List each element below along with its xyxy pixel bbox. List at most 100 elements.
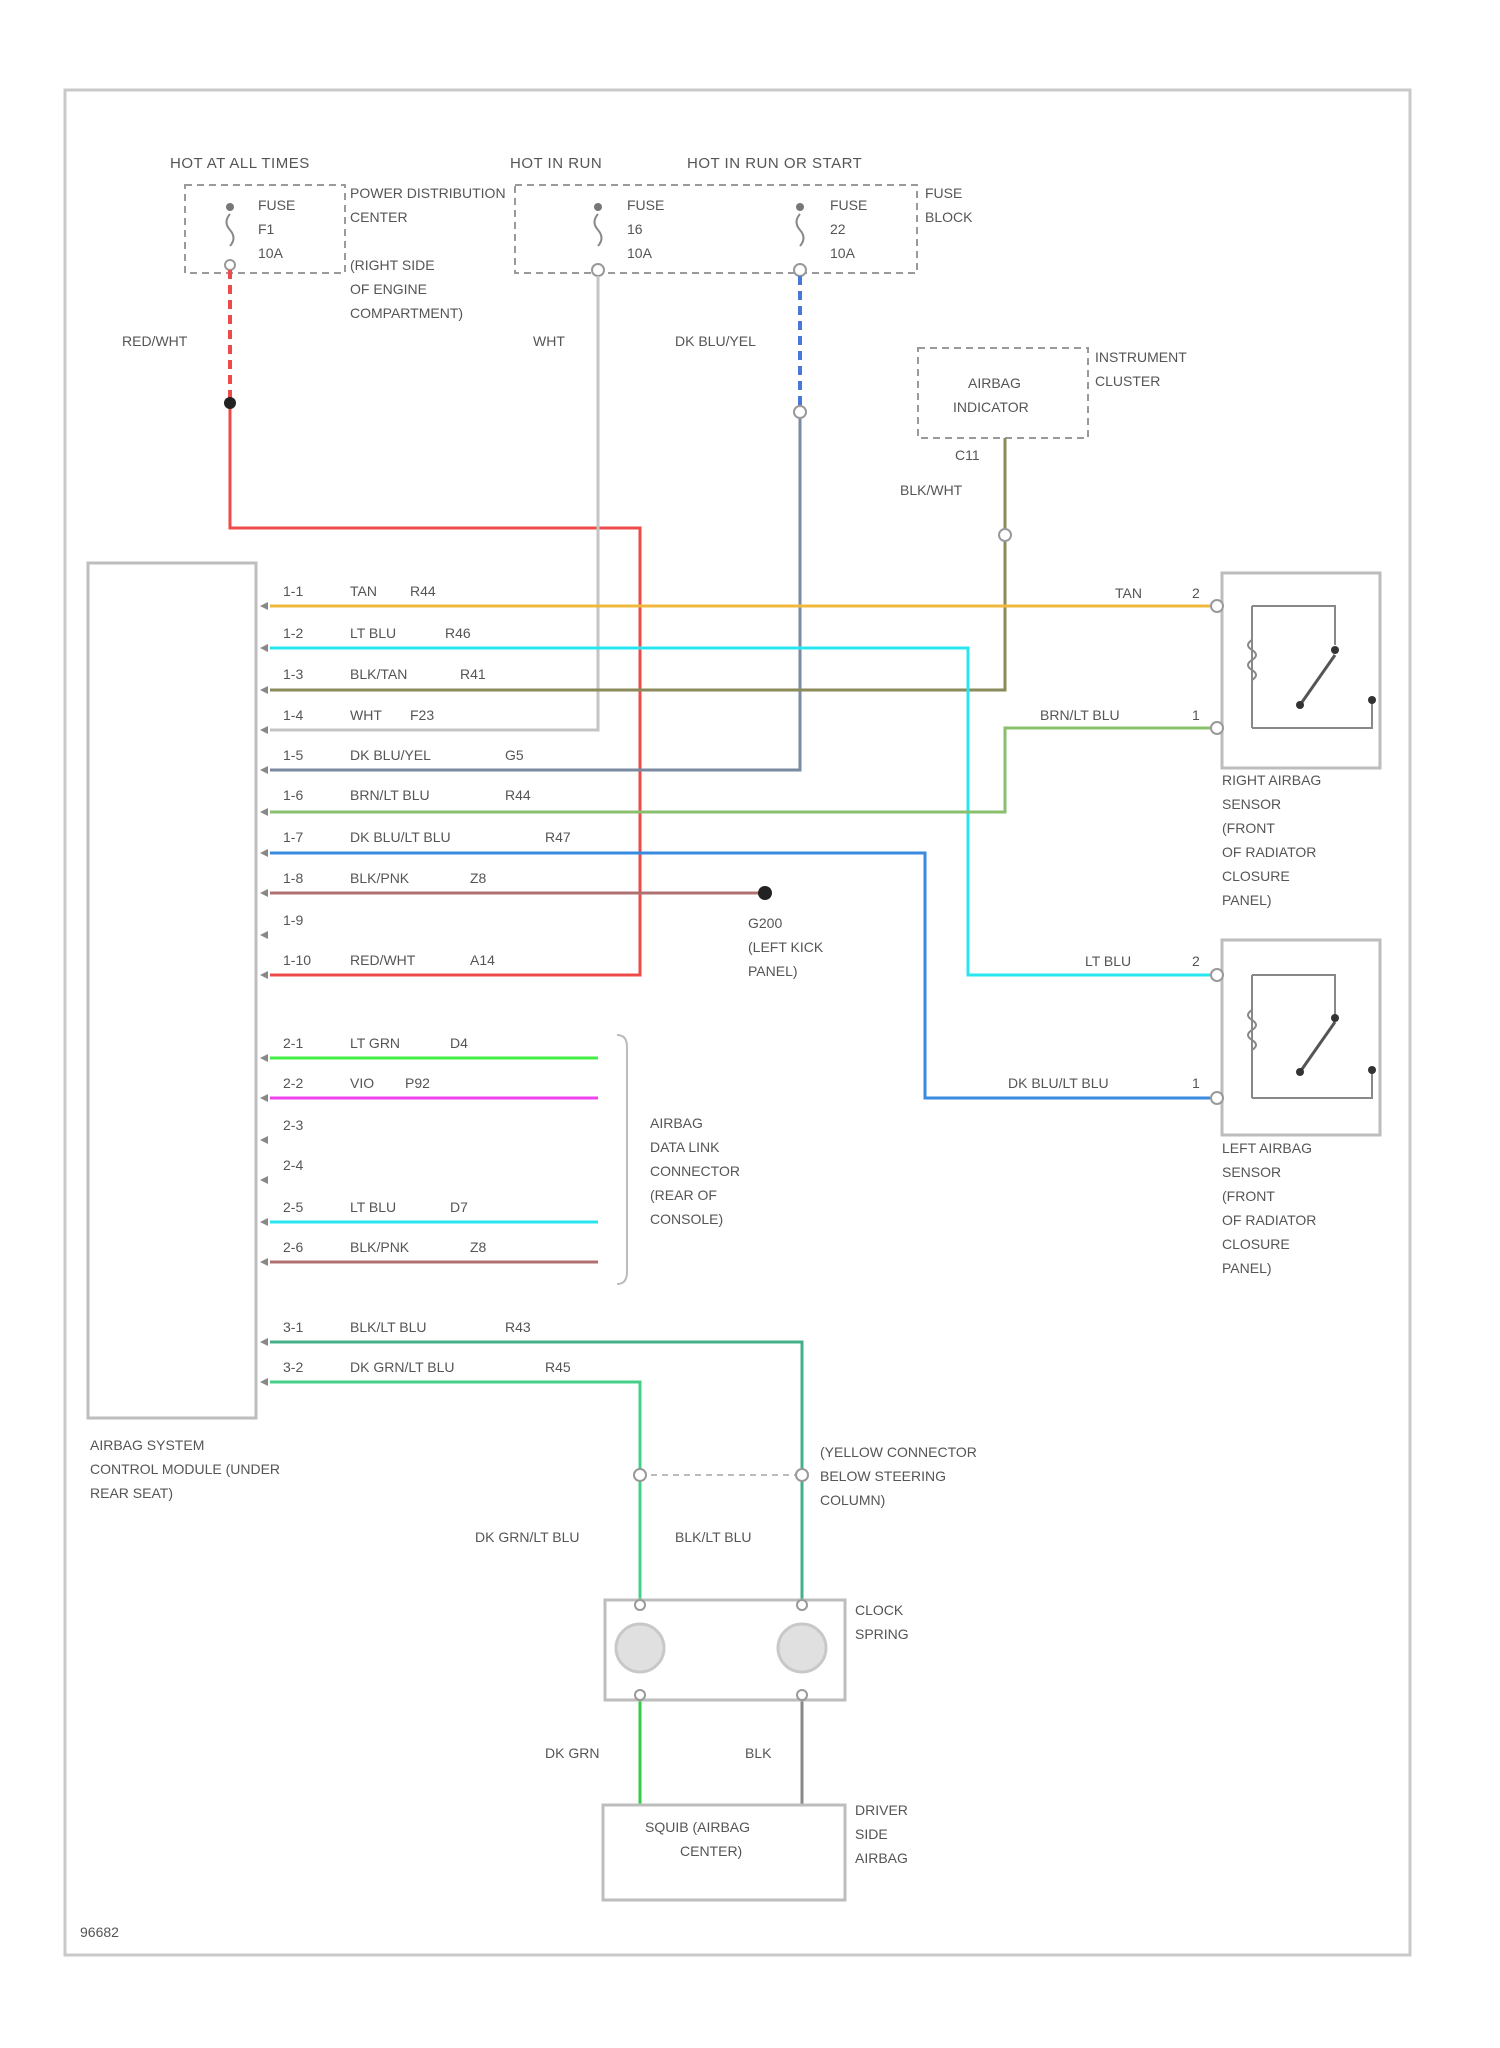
svg-text:CONTROL MODULE (UNDER: CONTROL MODULE (UNDER: [90, 1461, 280, 1477]
pin-2-6-wire: BLK/PNK: [350, 1239, 410, 1255]
right-sensor-pin-bottom: 1: [1192, 707, 1200, 723]
svg-text:AIRBAG SYSTEM: AIRBAG SYSTEM: [90, 1437, 204, 1453]
fuse-16-line1: FUSE: [627, 197, 664, 213]
wire-label-blk-lt-blu: BLK/LT BLU: [675, 1529, 752, 1545]
squib-line2: CENTER): [680, 1843, 742, 1859]
pin-2-4: 2-4: [283, 1157, 303, 1173]
svg-text:CLOCK: CLOCK: [855, 1602, 904, 1618]
left-airbag-sensor: 2 1: [1192, 940, 1380, 1135]
svg-text:(RIGHT SIDE: (RIGHT SIDE: [350, 257, 435, 273]
pin-mark: [260, 889, 268, 897]
svg-text:(FRONT: (FRONT: [1222, 1188, 1275, 1204]
svg-text:DRIVER: DRIVER: [855, 1802, 908, 1818]
airbag-indicator-label: AIRBAG INDICATOR: [953, 375, 1029, 415]
svg-text:AIRBAG: AIRBAG: [650, 1115, 703, 1131]
instrument-cluster-label: INSTRUMENT CLUSTER: [1095, 349, 1187, 389]
pin-1-1: 1-1: [283, 583, 303, 599]
svg-text:PANEL): PANEL): [1222, 892, 1272, 908]
pin-1-7-circuit: R47: [545, 829, 571, 845]
pin-1-8-circuit: Z8: [470, 870, 487, 886]
hot-at-all-times-label: HOT AT ALL TIMES: [170, 155, 310, 172]
pin-2-2-circuit: P92: [405, 1075, 430, 1091]
pin-1-2: 1-2: [283, 625, 303, 641]
pin-1-3-circuit: R41: [460, 666, 486, 682]
left-airbag-sensor-label: LEFT AIRBAG SENSOR (FRONT OF RADIATOR CL…: [1222, 1140, 1316, 1276]
data-link-connector-label: AIRBAG DATA LINK CONNECTOR (REAR OF CONS…: [650, 1115, 740, 1227]
pin-mark: [260, 849, 268, 857]
pin-1-6-circuit: R44: [505, 787, 531, 803]
pin-1-3: 1-3: [283, 666, 303, 682]
svg-text:CONNECTOR: CONNECTOR: [650, 1163, 740, 1179]
svg-text:SPRING: SPRING: [855, 1626, 909, 1642]
svg-text:COMPARTMENT): COMPARTMENT): [350, 305, 463, 321]
svg-text:(LEFT KICK: (LEFT KICK: [748, 939, 824, 955]
svg-text:AIRBAG: AIRBAG: [968, 375, 1021, 391]
pin-2-5-wire: LT BLU: [350, 1199, 396, 1215]
hot-in-run-label: HOT IN RUN: [510, 155, 602, 172]
pin-mark: [260, 1258, 268, 1266]
pin-1-1-circuit: R44: [410, 583, 436, 599]
svg-text:PANEL): PANEL): [1222, 1260, 1272, 1276]
svg-text:BLOCK: BLOCK: [925, 209, 973, 225]
wire-label-tan: TAN: [1115, 585, 1142, 601]
fuse-f1-line1: FUSE: [258, 197, 295, 213]
pin-mark: [260, 1338, 268, 1346]
control-module-box: [88, 563, 256, 1418]
pin-1-8: 1-8: [283, 870, 303, 886]
pin-1-7: 1-7: [283, 829, 303, 845]
pin-1-7-wire: DK BLU/LT BLU: [350, 829, 451, 845]
svg-text:(YELLOW CONNECTOR: (YELLOW CONNECTOR: [820, 1444, 977, 1460]
svg-text:CLOSURE: CLOSURE: [1222, 1236, 1290, 1252]
svg-text:COLUMN): COLUMN): [820, 1492, 885, 1508]
pin-1-5-circuit: G5: [505, 747, 524, 763]
svg-text:AIRBAG: AIRBAG: [855, 1850, 908, 1866]
svg-text:INDICATOR: INDICATOR: [953, 399, 1029, 415]
svg-text:CENTER: CENTER: [350, 209, 408, 225]
pin-mark: [260, 1176, 268, 1184]
svg-text:OF ENGINE: OF ENGINE: [350, 281, 427, 297]
svg-text:G200: G200: [748, 915, 782, 931]
figure-id: 96682: [80, 1924, 119, 1940]
hot-in-run-or-start-label: HOT IN RUN OR START: [687, 155, 862, 172]
pin-2-5: 2-5: [283, 1199, 303, 1215]
pin-3-2-circuit: R45: [545, 1359, 571, 1375]
svg-text:INSTRUMENT: INSTRUMENT: [1095, 349, 1187, 365]
fuse-16-line2: 16: [627, 221, 643, 237]
pin-3-2: 3-2: [283, 1359, 303, 1375]
c11-connector-label: C11: [955, 447, 980, 463]
svg-text:POWER DISTRIBUTION: POWER DISTRIBUTION: [350, 185, 506, 201]
pin-mark: [260, 1094, 268, 1102]
pin-mark: [260, 644, 268, 652]
pin-1-8-wire: BLK/PNK: [350, 870, 410, 886]
svg-text:SENSOR: SENSOR: [1222, 796, 1281, 812]
pin-mark: [260, 1218, 268, 1226]
pin-1-5: 1-5: [283, 747, 303, 763]
pin-1-9: 1-9: [283, 912, 303, 928]
clock-spring-label: CLOCK SPRING: [855, 1602, 909, 1642]
diagram-border: [65, 90, 1410, 1955]
svg-text:CLUSTER: CLUSTER: [1095, 373, 1160, 389]
data-link-connector-bracket: [617, 1035, 627, 1284]
pin-mark: [260, 686, 268, 694]
splice-red-wht: [224, 397, 236, 409]
yellow-connector: [634, 1469, 808, 1481]
fuse-22-line1: FUSE: [830, 197, 867, 213]
fuse-22-line2: 22: [830, 221, 846, 237]
instrument-cluster-box: [918, 348, 1088, 438]
pin-3-2-wire: DK GRN/LT BLU: [350, 1359, 455, 1375]
connector-blk-wht: [999, 529, 1011, 541]
svg-text:(REAR OF: (REAR OF: [650, 1187, 717, 1203]
clock-spring: [605, 1600, 845, 1700]
pin-1-4: 1-4: [283, 707, 303, 723]
svg-text:SIDE: SIDE: [855, 1826, 888, 1842]
wire-label-brn-lt-blu: BRN/LT BLU: [1040, 707, 1120, 723]
svg-text:REAR SEAT): REAR SEAT): [90, 1485, 173, 1501]
wire-label-dk-blu-yel: DK BLU/YEL: [675, 333, 756, 349]
module-pin-marks: [260, 602, 268, 1386]
right-airbag-sensor-label: RIGHT AIRBAG SENSOR (FRONT OF RADIATOR C…: [1222, 772, 1321, 908]
svg-text:(FRONT: (FRONT: [1222, 820, 1275, 836]
fuse-22: FUSE 22 10A: [794, 197, 867, 276]
ground-g200-point: [758, 886, 772, 900]
right-airbag-sensor: 2 1: [1192, 573, 1380, 768]
